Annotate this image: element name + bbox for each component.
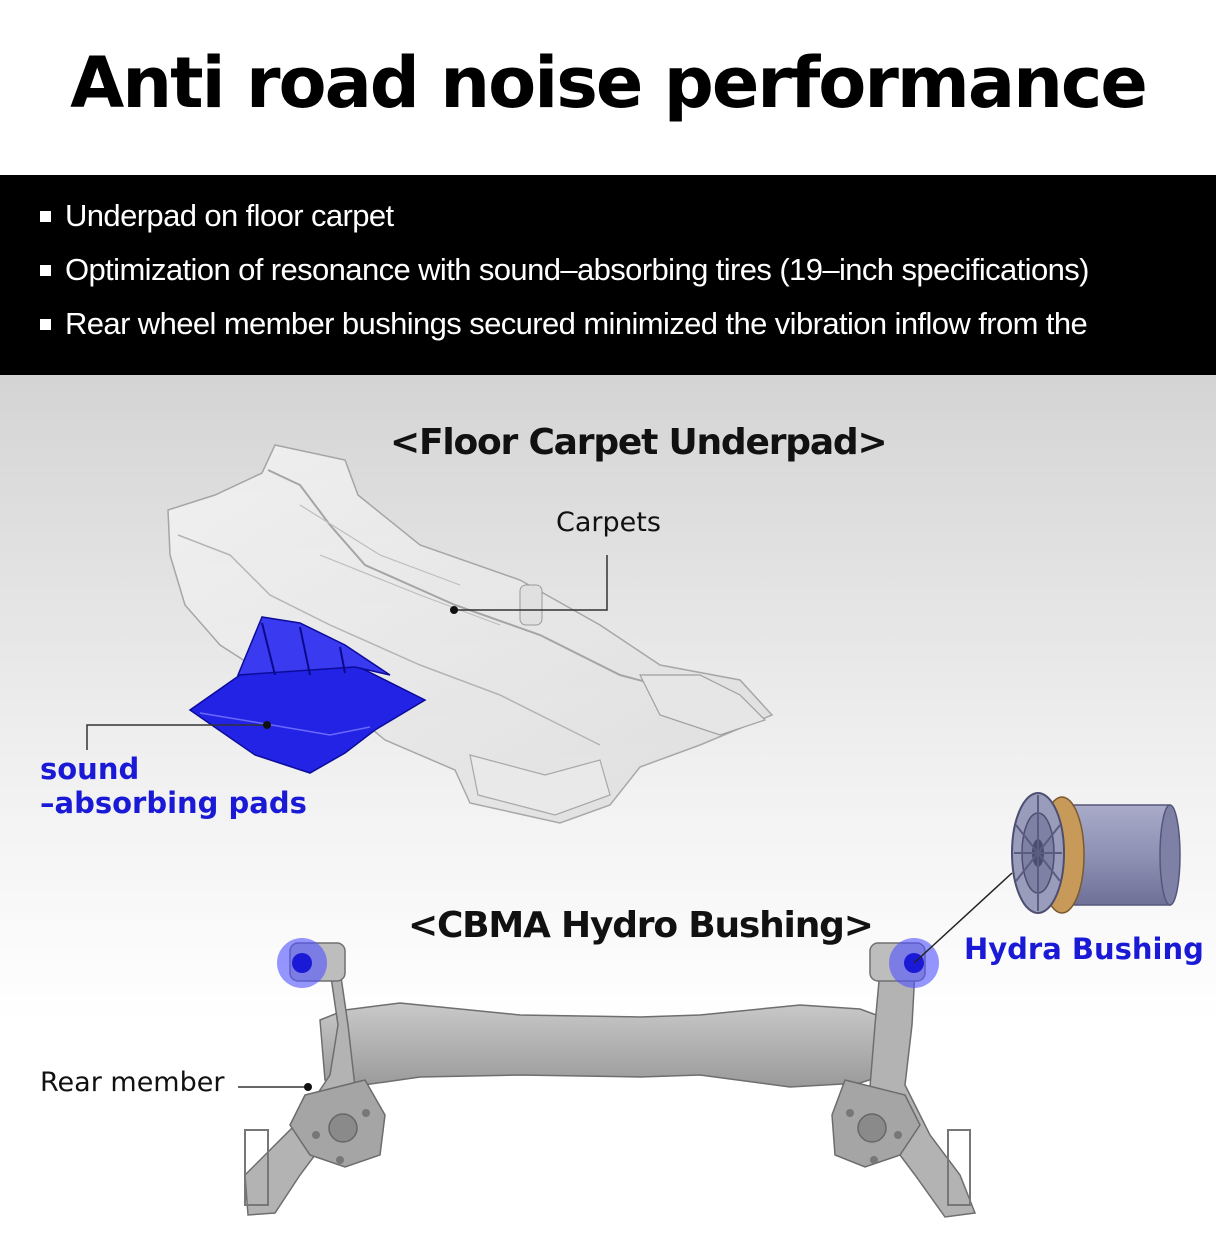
bolt-hole bbox=[894, 1131, 902, 1139]
bolt-hole bbox=[312, 1131, 320, 1139]
rear-member-cross-beam bbox=[319, 1002, 891, 1088]
left-hub-hole bbox=[328, 1113, 358, 1143]
rear-member-leader-dot bbox=[304, 1083, 312, 1091]
sound-absorbing-pad-illustration bbox=[188, 616, 427, 774]
floor-carpet-illustration bbox=[167, 444, 774, 824]
right-hub-hole bbox=[857, 1113, 887, 1143]
rear-member-label: Rear member bbox=[40, 1067, 225, 1098]
diagram-svg bbox=[86, 444, 1181, 1218]
carpet-footwell bbox=[469, 754, 611, 816]
pads-label-line2: –absorbing pads bbox=[40, 786, 307, 820]
bullet-list: Underpad on floor carpet Optimization of… bbox=[0, 175, 1216, 375]
bullet-item: Optimization of resonance with sound–abs… bbox=[40, 243, 1215, 297]
hydro-bushing-detail-illustration bbox=[1011, 792, 1181, 914]
page-title: Anti road noise performance bbox=[70, 42, 1148, 124]
carpet-ridge bbox=[177, 534, 601, 746]
bolt-hole bbox=[846, 1109, 854, 1117]
bolt-hole bbox=[336, 1156, 344, 1164]
bullet-text: Rear wheel member bushings secured minim… bbox=[65, 306, 1088, 341]
left-bushing-core bbox=[292, 953, 312, 973]
pads-label-line1: sound bbox=[40, 752, 140, 786]
bushing-leader-line bbox=[913, 872, 1013, 964]
bullet-item: Rear wheel member bushings secured minim… bbox=[40, 297, 1215, 351]
carpet-detail-line bbox=[299, 504, 501, 626]
carpet-rear-wall bbox=[639, 674, 767, 736]
bushing-section-heading: <CBMA Hydro Bushing> bbox=[408, 905, 874, 946]
bolt-hole bbox=[362, 1109, 370, 1117]
carpets-label: Carpets bbox=[556, 507, 661, 538]
carpets-leader-line bbox=[454, 555, 608, 611]
hydra-bushing-label: Hydra Bushing bbox=[964, 932, 1204, 966]
square-bullet-icon bbox=[40, 265, 51, 276]
floor-section-heading: <Floor Carpet Underpad> bbox=[390, 422, 888, 463]
pads-leader-dot bbox=[263, 721, 271, 729]
bullet-text: Optimization of resonance with sound–abs… bbox=[65, 252, 1089, 287]
square-bullet-icon bbox=[40, 211, 51, 222]
pad-upright-panel bbox=[236, 616, 391, 676]
left-bracket bbox=[244, 1129, 269, 1206]
pad-edge-highlight bbox=[199, 712, 371, 736]
pads-leader-line bbox=[86, 724, 267, 750]
illustration-area: <Floor Carpet Underpad> Carpets sound –a… bbox=[0, 375, 1216, 1240]
bushing-cylinder-end bbox=[1159, 804, 1181, 906]
bushing-spokes bbox=[1014, 795, 1062, 911]
bullet-text: Underpad on floor carpet bbox=[65, 198, 394, 233]
pad-fold bbox=[261, 622, 346, 676]
right-bracket bbox=[947, 1129, 971, 1206]
square-bullet-icon bbox=[40, 319, 51, 330]
rear-member-illustration bbox=[244, 938, 977, 1218]
carpet-seat-mount bbox=[519, 584, 543, 626]
bullet-item: Underpad on floor carpet bbox=[40, 189, 1215, 243]
carpets-leader-dot bbox=[450, 606, 458, 614]
bolt-hole bbox=[870, 1156, 878, 1164]
